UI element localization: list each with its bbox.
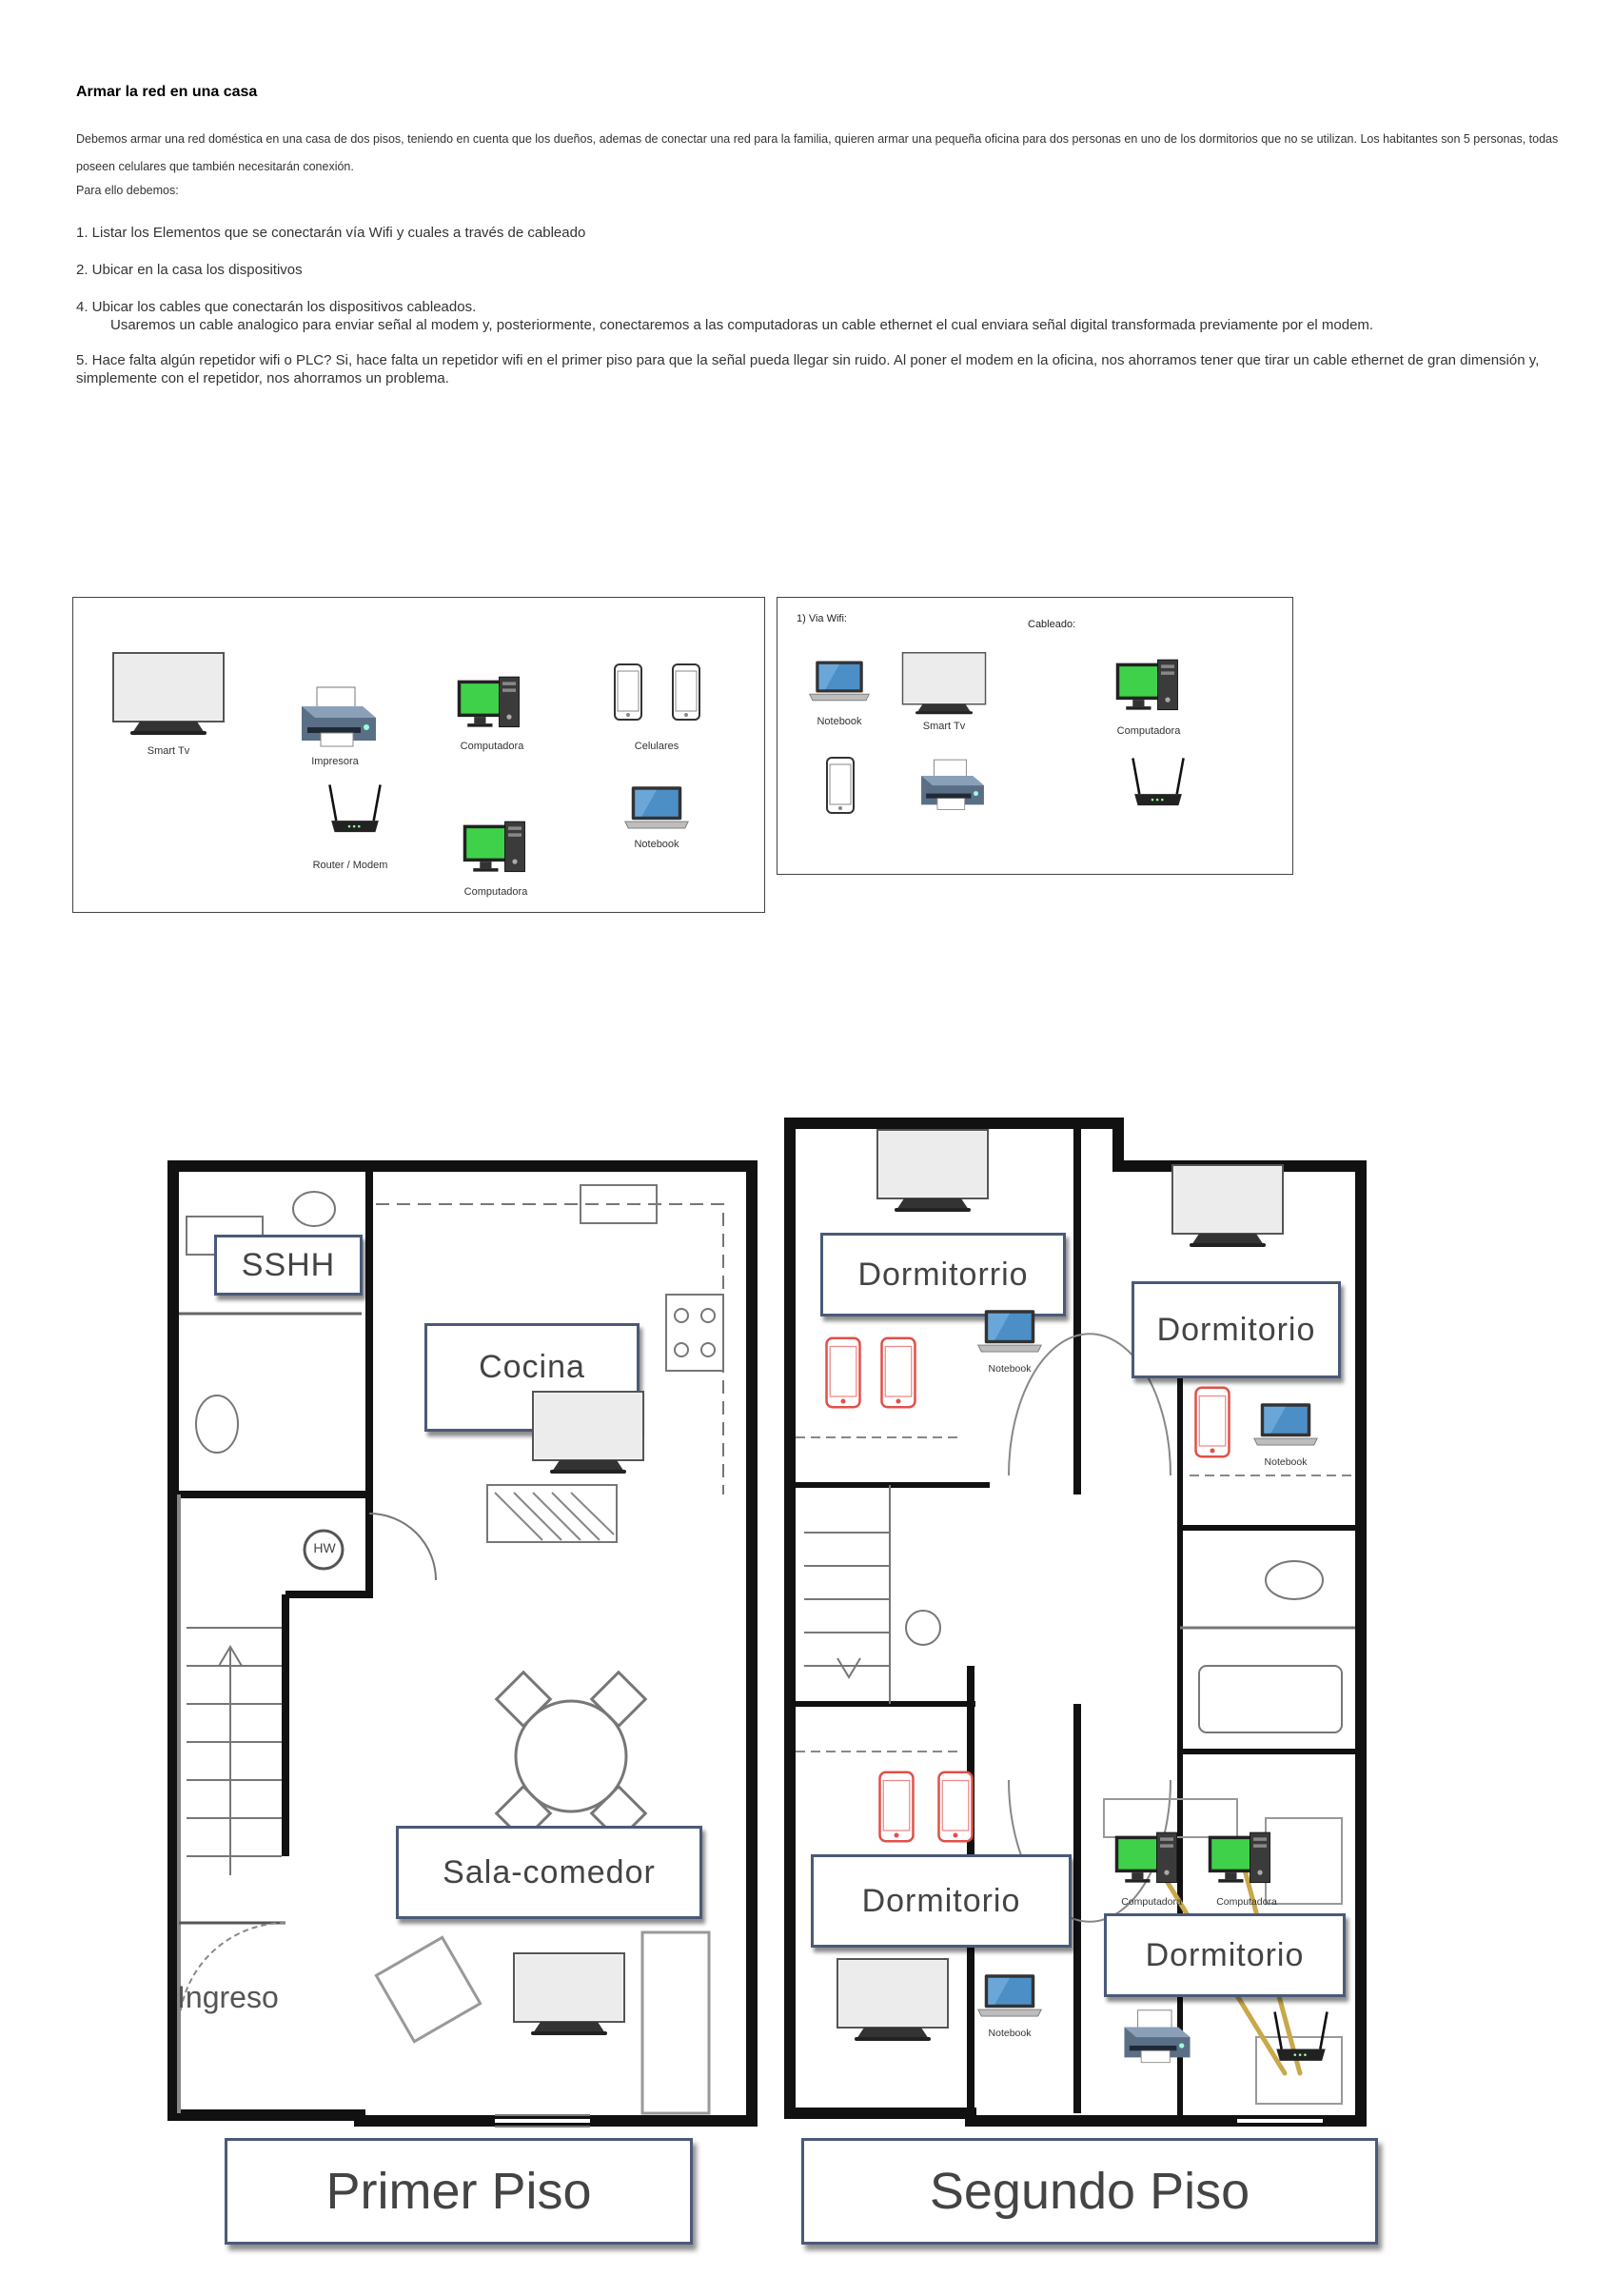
primer-piso-plan: [167, 1160, 758, 2128]
desktop-computer-icon: [1114, 657, 1181, 718]
printer-icon: [1119, 2009, 1195, 2068]
laptop-icon: [623, 784, 690, 832]
smartphone-icon: [936, 1767, 974, 1847]
step-1: 1. Listar los Elementos que se conectará…: [76, 225, 586, 241]
step-2: 2. Ubicar en la casa los dispositivos: [76, 262, 303, 278]
smartphone-icon: [877, 1767, 915, 1847]
smartphone-icon: [1193, 1382, 1231, 1462]
smartphone-icon: [824, 1333, 862, 1413]
desktop-computer-icon: [1113, 1830, 1180, 1890]
room-ingreso: Ingreso: [177, 1980, 279, 2014]
classification-panel: 1) Via Wifi: Cableado: Notebook Smart Tv…: [777, 597, 1293, 875]
inventory-label-computadora-1: Computadora: [460, 741, 524, 752]
smartphone-icon: [879, 1333, 917, 1413]
segundo-piso-plan: [784, 1118, 1367, 2127]
tv-icon: [111, 651, 226, 737]
para-label: Para ello debemos:: [76, 184, 179, 197]
inventory-label-notebook: Notebook: [634, 839, 679, 850]
room-hw: HW: [313, 1540, 336, 1555]
inventory-label-router: Router / Modem: [312, 860, 388, 871]
smartphone-icon: [613, 663, 643, 722]
wifi-label-smart-tv: Smart Tv: [922, 721, 966, 732]
tv-icon: [512, 1951, 626, 2037]
laptop-icon: [976, 1308, 1043, 1356]
inventory-panel: Smart Tv Impresora Computadora Celulares…: [72, 597, 765, 913]
desktop-computer-icon: [462, 819, 528, 880]
router-icon: [326, 779, 384, 841]
laptop-icon: [976, 1972, 1043, 2020]
printer-icon: [916, 758, 989, 815]
laptop-icon: [808, 659, 871, 704]
floor-label-computadora-b: Computadora: [1216, 1896, 1277, 1908]
smartphone-icon: [671, 663, 701, 722]
cable-label-computadora: Computadora: [1116, 725, 1181, 737]
floor-title-primer-piso: Primer Piso: [225, 2138, 693, 2245]
tv-icon: [901, 651, 987, 716]
room-dormitorio-1: Dormitorrio: [820, 1233, 1066, 1316]
cable-heading: Cableado:: [1028, 619, 1076, 630]
tv-icon: [531, 1390, 645, 1475]
tv-icon: [836, 1957, 950, 2043]
floor-label-computadora-a: Computadora: [1121, 1896, 1182, 1908]
inventory-label-impresora: Impresora: [311, 756, 359, 767]
desktop-computer-icon: [456, 674, 522, 735]
wifi-label-notebook: Notebook: [817, 716, 862, 727]
tv-icon: [876, 1128, 990, 1214]
room-dormitorio-3: Dormitorio: [811, 1854, 1072, 1948]
step-4-title: 4. Ubicar los cables que conectarán los …: [76, 299, 477, 315]
floor-title-segundo-piso: Segundo Piso: [801, 2138, 1378, 2245]
room-sala-comedor: Sala-comedor: [396, 1826, 702, 1919]
step-4-detail: Usaremos un cable analogico para enviar …: [110, 317, 1374, 333]
step-4: 4. Ubicar los cables que conectarán los …: [76, 298, 1561, 334]
room-dormitorio-2: Dormitorio: [1132, 1281, 1341, 1378]
desktop-computer-icon: [1207, 1830, 1273, 1890]
floor-label-notebook-a: Notebook: [988, 1363, 1032, 1375]
room-sshh: SSHH: [214, 1235, 363, 1296]
router-icon: [1130, 752, 1187, 815]
printer-icon: [296, 685, 382, 752]
step-5: 5. Hace falta algún repetidor wifi o PLC…: [76, 352, 1540, 386]
page-title: Armar la red en una casa: [76, 84, 258, 100]
tv-icon: [1171, 1163, 1285, 1249]
smartphone-icon: [825, 756, 856, 815]
intro-text: Debemos armar una red doméstica en una c…: [76, 132, 1559, 173]
laptop-icon: [1252, 1401, 1319, 1449]
floor-label-notebook-b: Notebook: [1264, 1456, 1308, 1468]
floor-label-notebook-c: Notebook: [988, 2028, 1032, 2039]
inventory-label-celulares: Celulares: [634, 741, 679, 752]
floorplan-drawing: [167, 1118, 1367, 2128]
inventory-label-computadora-2: Computadora: [463, 886, 528, 898]
router-icon: [1271, 2007, 1330, 2069]
room-dormitorio-4: Dormitorio: [1104, 1913, 1346, 1997]
wifi-heading: 1) Via Wifi:: [797, 613, 847, 624]
inventory-label-smart-tv: Smart Tv: [147, 745, 190, 757]
